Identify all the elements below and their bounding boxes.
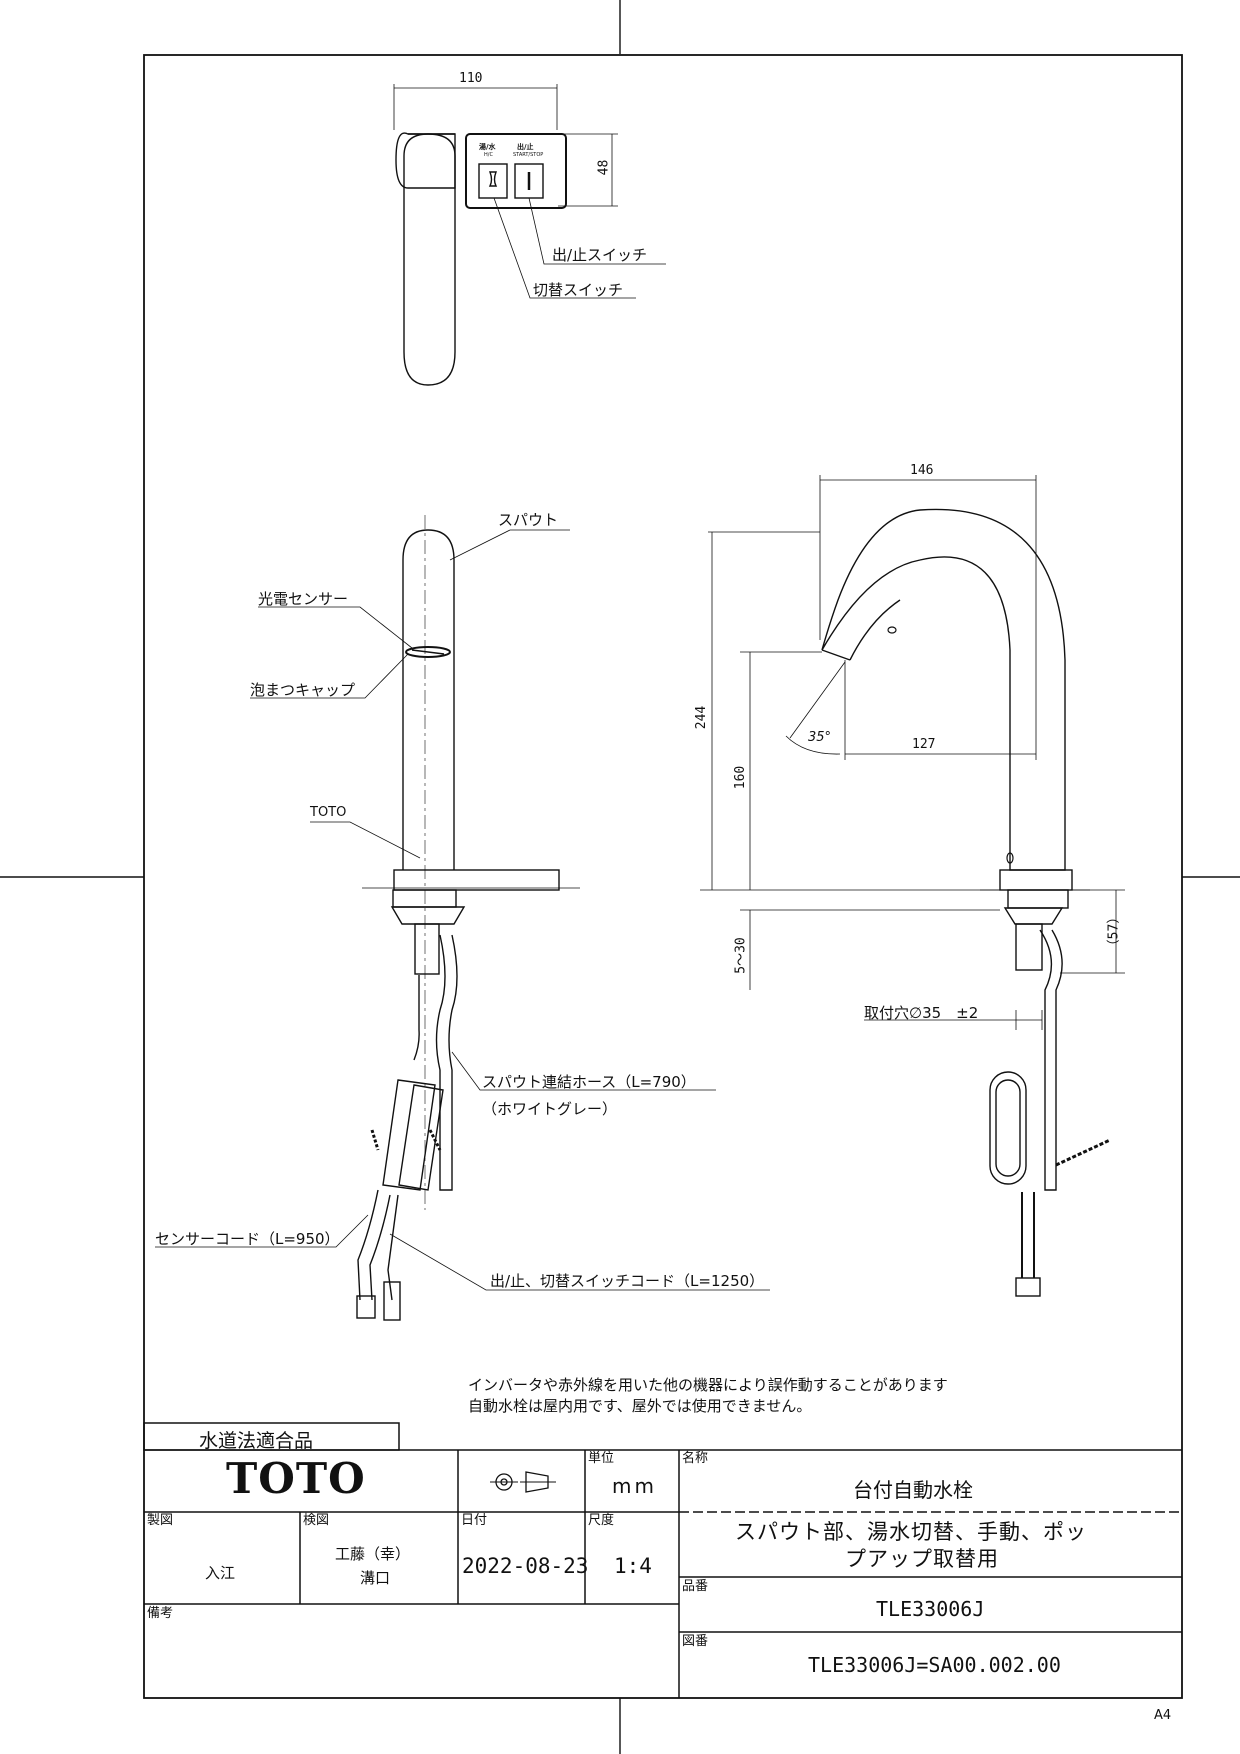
- dim-height-48: 48: [596, 159, 612, 176]
- drawn-by-value: 入江: [205, 1564, 236, 1582]
- panel-left-sub: H/C: [484, 152, 493, 158]
- note-line-1: インバータや赤外線を用いた他の機器により誤作動することがあります: [468, 1376, 948, 1394]
- dim-outlet-160: 160: [733, 765, 749, 790]
- dim-counter-thickness: 5～30: [733, 937, 749, 974]
- panel-right-label: 出/止: [517, 143, 534, 151]
- label-switch-cord: 出/止、切替スイッチコード（L=1250）: [490, 1272, 765, 1290]
- description-line-2: プアップ取替用: [845, 1547, 999, 1571]
- dim-height-244: 244: [694, 705, 710, 730]
- note-line-2: 自動水栓は屋内用です、屋外では使用できません。: [468, 1397, 812, 1415]
- caution-notes: インバータや赤外線を用いた他の機器により誤作動することがあります 自動水栓は屋内…: [468, 1375, 948, 1417]
- dim-angle-35: 35°: [808, 730, 832, 745]
- unit-label: 単位: [588, 1451, 615, 1466]
- checked-by-value-1: 工藤（幸）: [335, 1545, 411, 1563]
- dim-below-57: （57）: [1106, 910, 1122, 953]
- date-label: 日付: [461, 1513, 488, 1528]
- scale-label: 尺度: [588, 1513, 615, 1528]
- title-block-lines: [143, 1422, 1182, 1698]
- callout-selector-switch: 切替スイッチ: [533, 281, 624, 299]
- dim-width-146: 146: [910, 463, 934, 478]
- company-logo: TOTO: [226, 1454, 366, 1503]
- drawing-number-value: TLE33006J=SA00.002.00: [808, 1653, 1061, 1677]
- checked-by-value-2: 溝口: [360, 1569, 391, 1587]
- panel-right-sub: START/STOP: [513, 152, 544, 158]
- drawn-by-label: 製図: [147, 1513, 174, 1528]
- label-hose-color: （ホワイトグレー）: [482, 1100, 618, 1118]
- checked-by-label: 検図: [303, 1513, 330, 1528]
- drawing-number-label: 図番: [682, 1634, 709, 1649]
- compliance-label: 水道法適合品: [199, 1430, 314, 1452]
- panel-left-label: 湯/水: [479, 143, 496, 151]
- name-label: 名称: [682, 1451, 709, 1466]
- label-photo-sensor: 光電センサー: [258, 590, 349, 608]
- side-view: [700, 475, 1125, 1297]
- part-number-label: 品番: [682, 1579, 709, 1594]
- unit-value: mm: [612, 1474, 657, 1498]
- remarks-label: 備考: [147, 1606, 174, 1621]
- dim-reach-127: 127: [912, 737, 936, 752]
- scale-value: 1:4: [614, 1554, 652, 1578]
- label-toto-mark: TOTO: [310, 805, 347, 820]
- paper-size: A4: [1154, 1708, 1172, 1723]
- date-value: 2022-08-23: [462, 1554, 589, 1578]
- callout-start-stop-switch: 出/止スイッチ: [552, 246, 648, 264]
- product-name: 台付自動水栓: [853, 1478, 973, 1502]
- label-spout: スパウト: [498, 511, 559, 529]
- label-aerator-cap: 泡まつキャップ: [250, 681, 356, 699]
- front-view: [155, 515, 770, 1321]
- label-connecting-hose: スパウト連結ホース（L=790）: [482, 1073, 696, 1091]
- top-view: [393, 84, 666, 386]
- label-sensor-cord: センサーコード（L=950）: [155, 1230, 340, 1248]
- part-number-value: TLE33006J: [876, 1597, 985, 1621]
- description-line-1: スパウト部、湯水切替、手動、ポッ: [735, 1520, 1087, 1544]
- label-mounting-hole: 取付穴∅35 ±2: [864, 1004, 979, 1022]
- dim-width-110: 110: [459, 71, 483, 86]
